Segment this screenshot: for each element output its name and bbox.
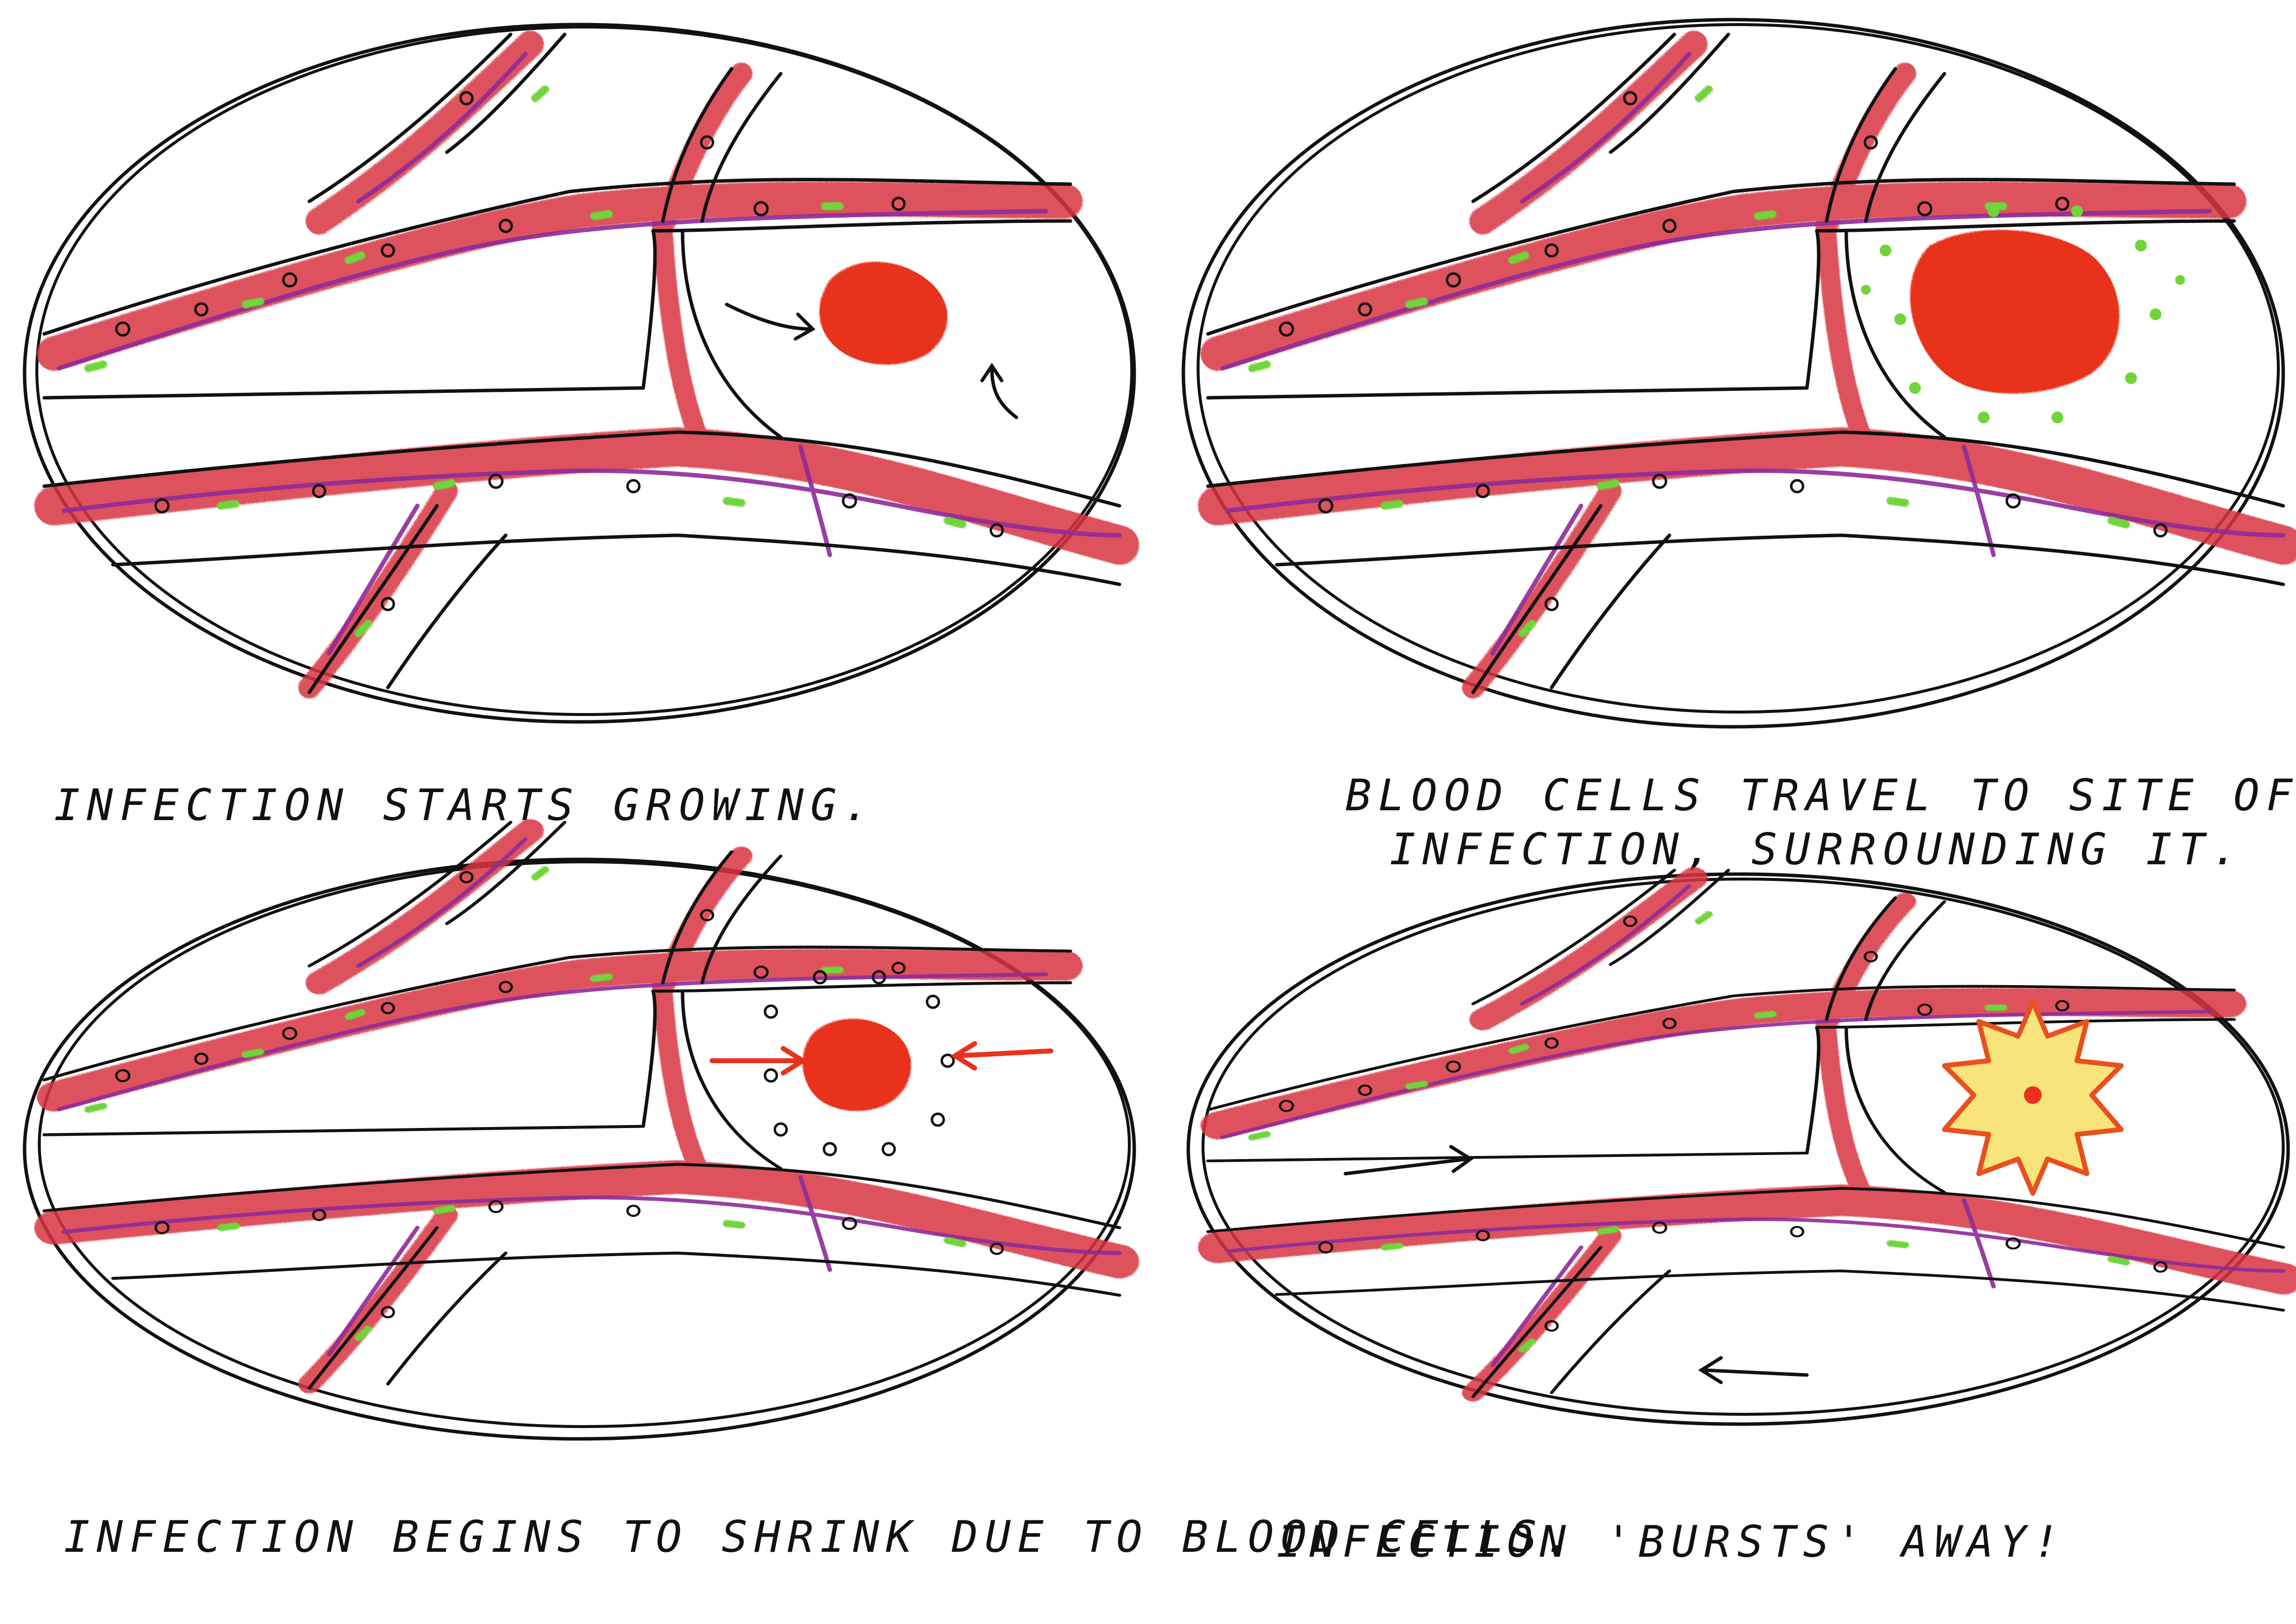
panel-frame-inner <box>1197 23 2280 714</box>
vessel-network <box>1208 34 2283 692</box>
panel-frame <box>1186 872 2290 1426</box>
infection-blob <box>1910 229 2120 394</box>
panel-caption: INFECTION BEGINS TO SHRINK DUE TO BLOOD … <box>64 1512 1577 1562</box>
panel-1: INFECTION STARTS GROWING. <box>23 23 1136 830</box>
panel-frame <box>1181 18 2285 729</box>
infection-blob <box>802 1018 911 1111</box>
vessel-network <box>44 822 1120 1388</box>
surrounding-blood-cells <box>1861 205 2185 423</box>
inward-arrow-icon <box>725 303 1018 419</box>
panel-3: INFECTION BEGINS TO SHRINK DUE TO BLOOD … <box>23 822 1577 1562</box>
panel-caption: BLOOD CELLS TRAVEL TO SITE OF INFECTION,… <box>1345 770 2296 875</box>
panel-caption: INFECTION STARTS GROWING. <box>54 780 876 830</box>
panel-4: INFECTION 'BURSTS' AWAY! <box>1186 870 2290 1567</box>
panel-frame-inner <box>35 26 1133 716</box>
panel-frame-inner <box>1202 878 2285 1416</box>
panel-caption: INFECTION 'BURSTS' AWAY! <box>1277 1516 2066 1567</box>
burst-star-icon <box>1942 999 2124 1196</box>
panel-2: BLOOD CELLS TRAVEL TO SITE OF INFECTION,… <box>1181 18 2296 875</box>
vessel-network <box>1208 870 2283 1397</box>
panel-frame-inner <box>38 860 1131 1428</box>
vessel-network <box>44 34 1120 692</box>
surrounding-blood-cells <box>764 970 955 1156</box>
infection-blob <box>819 261 948 365</box>
outward-arrow-icon <box>1343 1145 1809 1384</box>
inward-arrow-icon <box>710 1041 1053 1075</box>
panel-frame <box>23 857 1136 1441</box>
panel-frame <box>23 23 1136 724</box>
